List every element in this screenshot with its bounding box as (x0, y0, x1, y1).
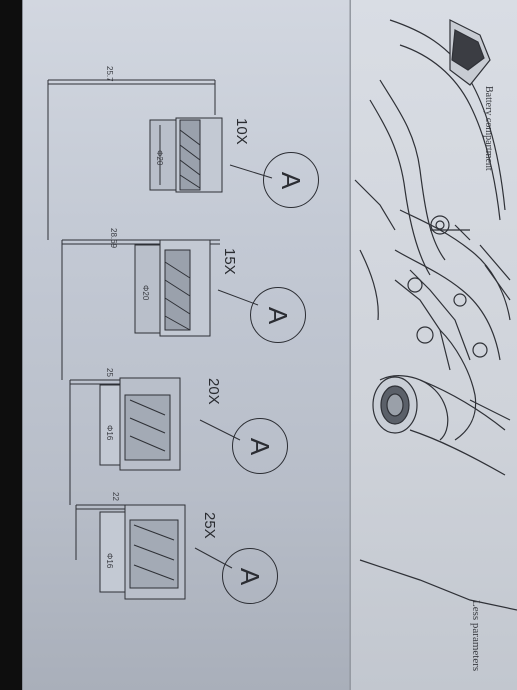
mag-label-15x: 15X (221, 248, 238, 275)
paper-sheet (22, 0, 388, 690)
dim-diameter-25x: Φ16 (105, 553, 114, 569)
mag-label-20x: 20X (205, 378, 222, 405)
dim-length-20x: 25 (105, 368, 114, 377)
battery-compartment-label: Battery compartment (483, 86, 494, 171)
mag-label-10x: 10X (233, 118, 250, 145)
callout-a-20x: A (232, 418, 288, 474)
callout-a-15x: A (250, 287, 306, 343)
device-illustration (354, 19, 517, 611)
mag-label-25x: 25X (201, 512, 218, 539)
dim-diameter-15x: Φ20 (141, 285, 150, 301)
dim-diameter-20x: Φ16 (105, 425, 114, 441)
dim-length-15x: 28.69 (109, 228, 118, 249)
less-parameters-label: Less parameters (470, 600, 482, 672)
dim-length-10x: 25.7 (105, 66, 114, 82)
dim-length-25x: 22 (111, 492, 120, 501)
manual-sheet (350, 0, 517, 690)
dim-diameter-10x: Φ20 (155, 150, 164, 166)
callout-a-25x: A (222, 548, 278, 604)
callout-a-10x: A (263, 152, 319, 208)
magnifier-drawings (47, 79, 273, 600)
